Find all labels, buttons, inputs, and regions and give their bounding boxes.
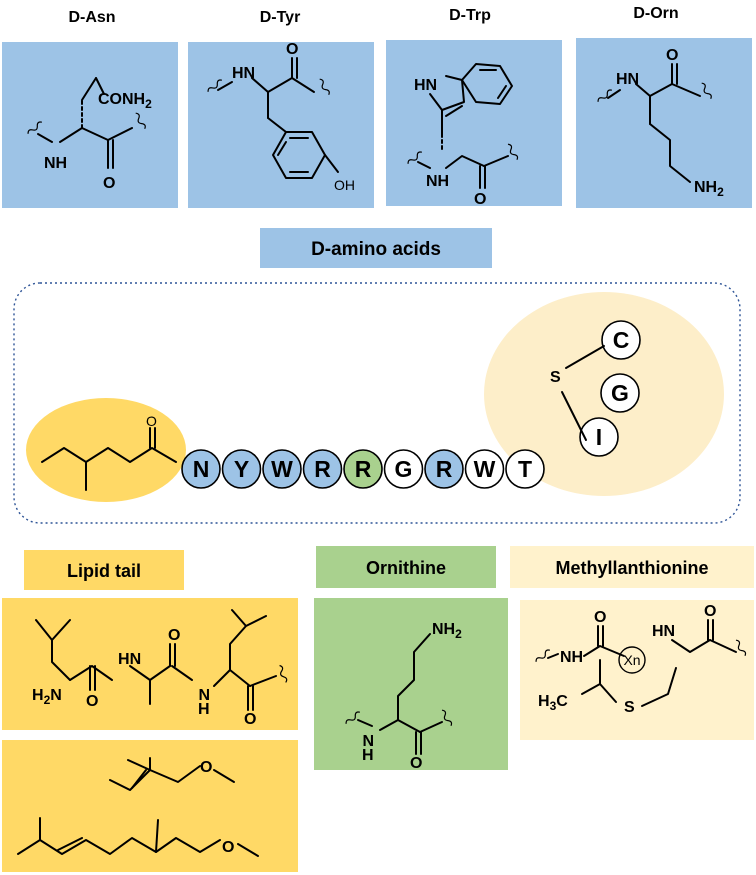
residue-8-letter: W <box>474 456 496 482</box>
mlan-o2-label: O <box>704 603 716 620</box>
residue-9-letter: T <box>518 456 532 482</box>
lipid-carbonyl-o: O <box>146 413 157 429</box>
peptide-frame <box>13 282 741 524</box>
residue-3-circle <box>262 449 302 489</box>
residue-7-circle <box>424 449 464 489</box>
d-orn-o-label: O <box>666 47 678 64</box>
d-amino-acids-group-label: D-amino acids <box>260 228 492 268</box>
d-tyr-oh-label: OH <box>334 177 355 193</box>
lipid-h-label-1: HN <box>118 651 141 668</box>
ornithine-label: Ornithine <box>366 558 446 578</box>
d-tyr-structure: HN O OH <box>207 41 355 193</box>
bridge-sulfur-label: S <box>550 369 561 386</box>
methyllanthionine-structure-box <box>520 600 754 740</box>
methyllanthionine-label-box <box>510 546 754 588</box>
residue-6-letter: G <box>395 456 413 482</box>
residue-1-letter: N <box>193 456 210 482</box>
methyllanthionine-structure: NH O Xn HN O H3C S <box>535 603 747 716</box>
mlan-hn-label: HN <box>652 623 675 640</box>
thioether-bridge: S <box>550 345 605 441</box>
d-asn-o-label: O <box>103 175 115 192</box>
d-asn-nh-label: NH <box>44 155 67 172</box>
ring-residue-1-circle <box>601 320 641 360</box>
isoprenoid-structures: O O <box>17 757 259 857</box>
mlan-o1-label: O <box>594 609 606 626</box>
mlan-h3c-label: H3C <box>538 693 568 713</box>
d-asn-conh2-label: CONH2 <box>98 91 152 111</box>
residue-9-circle <box>505 449 545 489</box>
geranyl-o-label: O <box>222 839 234 856</box>
d-tyr-label: D-Tyr <box>260 9 301 26</box>
d-tyr-o-label: O <box>286 41 298 58</box>
lipid-o3-label: O <box>244 711 256 728</box>
lipid-o1-label: O <box>86 693 98 710</box>
lipid-tail-chain: O <box>41 413 177 491</box>
residue-5-circle <box>343 449 383 489</box>
d-amino-acids-label-text: D-amino acids <box>311 239 441 260</box>
ring-residue-2-circle <box>600 373 640 413</box>
methyllanthionine-label: Methyllanthionine <box>556 558 709 578</box>
xn-label: Xn <box>623 652 640 668</box>
d-amino-acids-label-box <box>260 228 492 268</box>
d-asn-panel: D-Asn NH CONH2 O <box>2 9 178 208</box>
d-orn-panel: D-Orn HN O NH2 <box>576 5 752 208</box>
d-tyr-hn-label: HN <box>232 65 255 82</box>
residue-7-letter: R <box>436 456 453 482</box>
d-trp-label: D-Trp <box>449 7 491 24</box>
d-orn-label: D-Orn <box>633 5 678 22</box>
residue-2-circle <box>221 449 262 489</box>
methyllanthionine-section: Methyllanthionine NH O Xn HN O H3C S <box>510 546 754 740</box>
residue-8-circle <box>464 449 505 489</box>
d-orn-box <box>576 38 752 208</box>
residue-4-circle <box>302 449 343 489</box>
d-asn-label: D-Asn <box>68 9 115 26</box>
d-asn-structure: NH CONH2 O <box>27 77 152 192</box>
residue-3-letter: W <box>271 456 293 482</box>
residue-1-circle <box>181 449 221 489</box>
d-tyr-box <box>188 42 374 208</box>
lipid-o2-label: O <box>168 627 180 644</box>
d-asn-box <box>2 42 178 208</box>
d-trp-hn-label: HN <box>414 77 437 94</box>
xn-circle <box>618 646 646 674</box>
d-orn-structure: HN O NH2 <box>597 47 724 199</box>
d-orn-nh2-label: NH2 <box>694 179 724 199</box>
prenyl-o-label: O <box>200 759 212 776</box>
d-orn-hn-label: HN <box>616 71 639 88</box>
residue-4-letter: R <box>314 456 331 482</box>
d-trp-nh-label: NH <box>426 173 449 190</box>
lipid-h2n-label: H2N <box>32 687 62 707</box>
mlan-nh-label: NH <box>560 649 583 666</box>
d-trp-o-label: O <box>474 191 486 208</box>
ornithine-label-box <box>316 546 496 588</box>
orn-nh2-label: NH2 <box>432 621 462 641</box>
ring-residue-1-letter: C <box>613 327 630 353</box>
d-tyr-panel: D-Tyr HN O OH <box>188 9 374 208</box>
orn-o-label: O <box>410 755 422 772</box>
ring-residue-2-letter: G <box>611 380 629 406</box>
ring-residue-3-circle <box>579 417 619 457</box>
d-trp-structure: HN NH O <box>407 63 519 208</box>
residue-6-circle <box>383 449 424 489</box>
d-trp-panel: D-Trp HN NH O <box>386 7 562 208</box>
lipid-tail-label: Lipid tail <box>67 561 141 581</box>
mlan-s-label: S <box>624 699 635 716</box>
residue-5-letter: R <box>355 456 372 482</box>
residue-2-letter: Y <box>234 456 249 482</box>
ring-residue-3-letter: I <box>596 424 602 450</box>
lipid-tail-label-box <box>24 550 184 590</box>
